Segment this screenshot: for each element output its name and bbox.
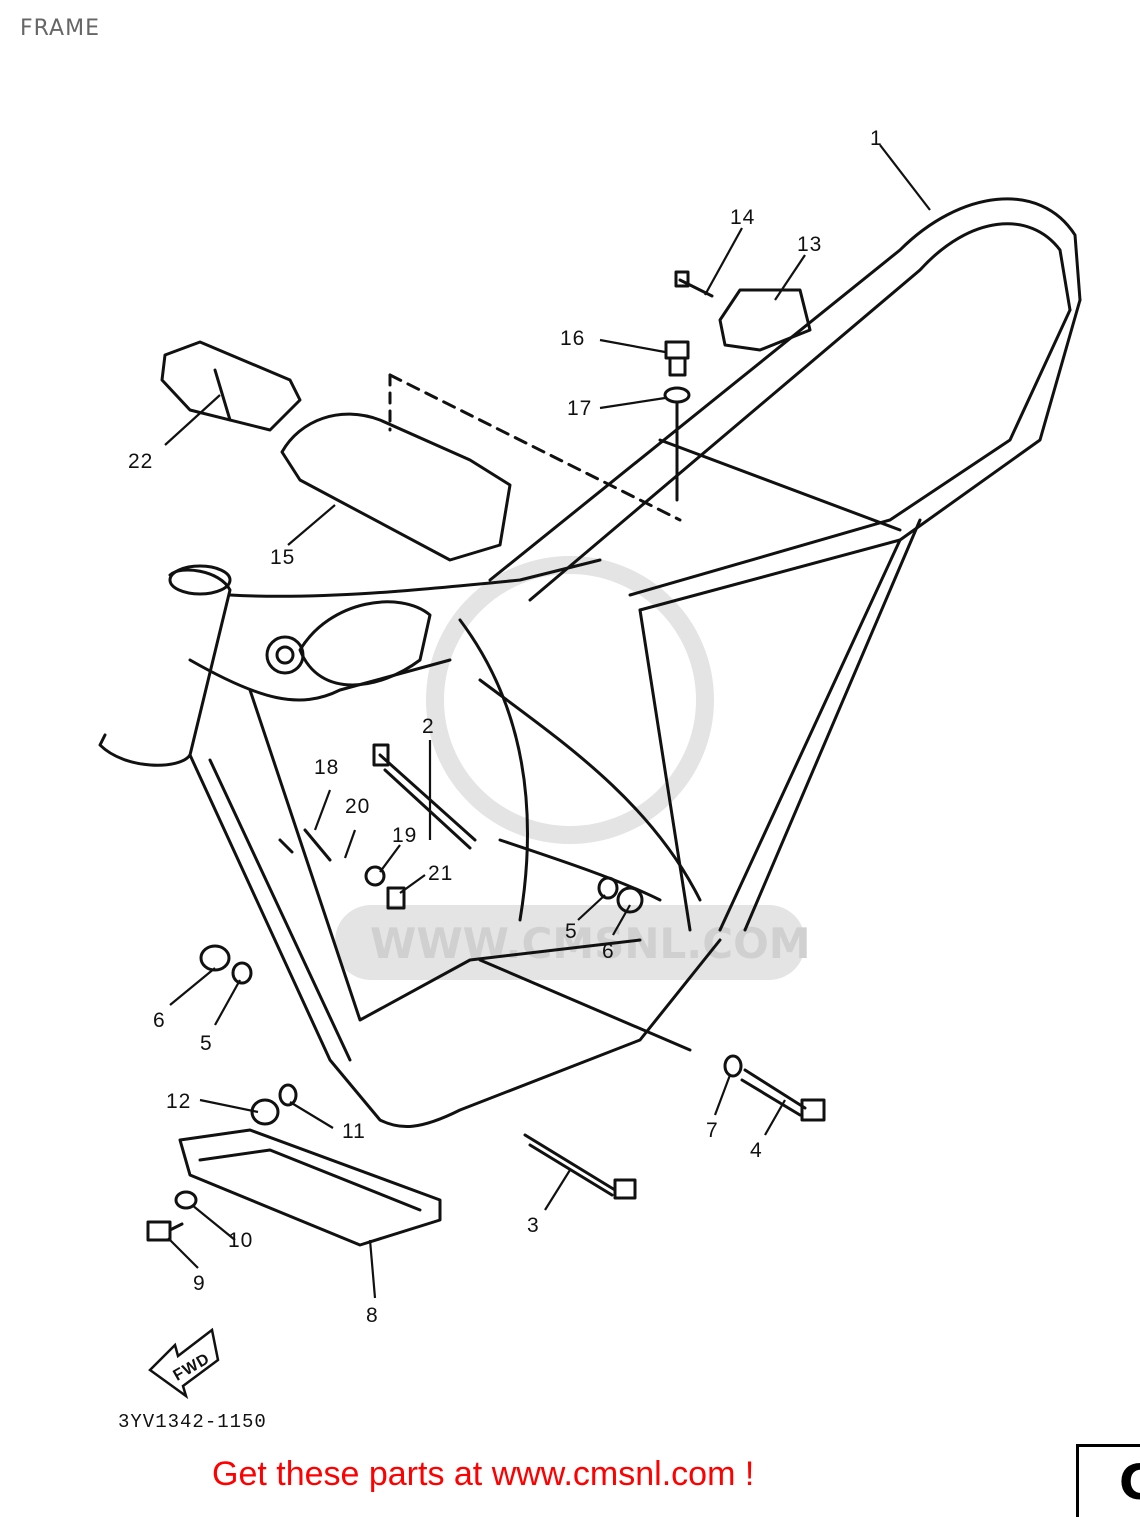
part-label-16: 16 bbox=[560, 327, 585, 350]
part-label-8: 8 bbox=[366, 1304, 379, 1327]
diagram-code: 3YV1342-1150 bbox=[118, 1411, 267, 1433]
footer-link-text[interactable]: Get these parts at www.cmsnl.com ! bbox=[212, 1455, 755, 1493]
part-label-17: 17 bbox=[567, 397, 592, 420]
part-label-3: 3 bbox=[527, 1214, 540, 1237]
part-label-19: 19 bbox=[392, 824, 417, 847]
part-label-7: 7 bbox=[706, 1119, 719, 1142]
leader-lines bbox=[164, 144, 931, 1299]
part-label-2: 2 bbox=[422, 715, 435, 738]
corner-badge: C bbox=[1076, 1444, 1140, 1517]
part-label-12: 12 bbox=[166, 1090, 191, 1113]
part-label-22: 22 bbox=[128, 450, 153, 473]
part-labels: 1 2 3 4 5 5 6 6 7 8 9 10 11 12 13 14 15 … bbox=[128, 127, 883, 1327]
part-label-21: 21 bbox=[428, 862, 453, 885]
fwd-arrow: FWD bbox=[148, 1327, 220, 1400]
corner-glyph: C bbox=[1119, 1455, 1140, 1511]
part-label-4: 4 bbox=[750, 1139, 763, 1162]
part-label-14: 14 bbox=[730, 206, 755, 229]
part-label-13: 13 bbox=[797, 233, 822, 256]
page-title: FRAME bbox=[20, 16, 100, 41]
part-label-15: 15 bbox=[270, 546, 295, 569]
frame-lines bbox=[98, 197, 1082, 1247]
part-label-1: 1 bbox=[870, 127, 883, 150]
part-label-11: 11 bbox=[342, 1120, 366, 1143]
part-label-5-upper: 5 bbox=[565, 920, 578, 943]
watermark: WWW.CMSNL.COM bbox=[335, 556, 811, 980]
part-label-10: 10 bbox=[228, 1229, 253, 1252]
part-label-6-lower: 6 bbox=[153, 1009, 166, 1032]
part-label-18: 18 bbox=[314, 756, 339, 779]
watermark-text: WWW.CMSNL.COM bbox=[370, 919, 811, 968]
part-label-20: 20 bbox=[345, 795, 370, 818]
part-label-6-upper: 6 bbox=[602, 940, 615, 963]
part-label-5-lower: 5 bbox=[200, 1032, 213, 1055]
part-label-9: 9 bbox=[193, 1272, 206, 1295]
